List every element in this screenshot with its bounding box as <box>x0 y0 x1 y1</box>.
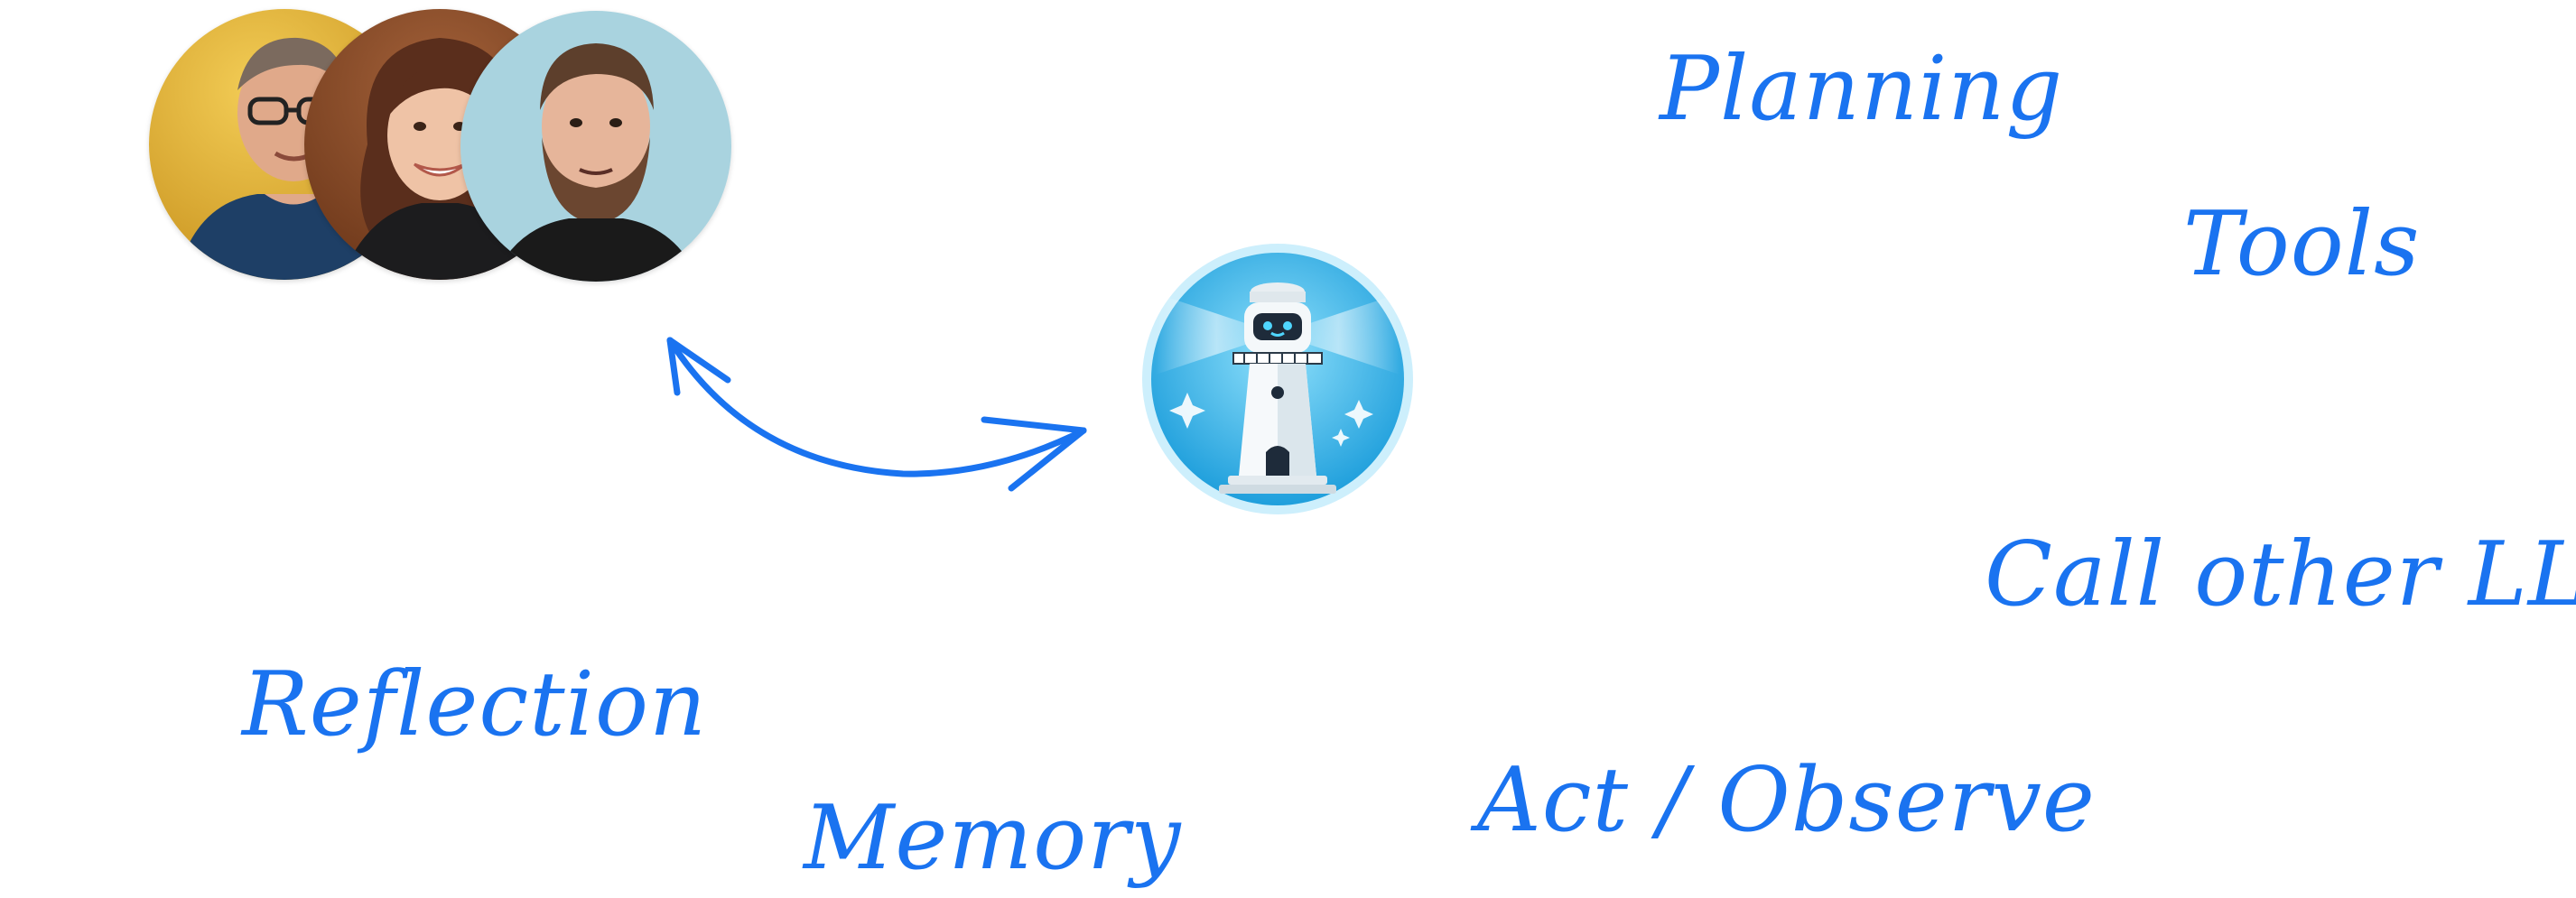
person-avatar-3 <box>460 11 731 282</box>
label-memory: Memory <box>804 787 1182 890</box>
person-avatar-3-image <box>460 11 731 282</box>
label-planning: Planning <box>1660 38 2064 141</box>
label-act-observe: Act / Observe <box>1477 749 2096 852</box>
label-call-other-llms: Call other LLMs <box>1985 523 2576 626</box>
agent-logo <box>1138 239 1418 519</box>
label-tools: Tools <box>2183 193 2421 296</box>
interaction-arrow <box>650 320 1102 501</box>
double-headed-arrow-icon <box>666 337 1087 492</box>
label-reflection: Reflection <box>242 653 708 756</box>
lighthouse-robot-icon <box>1142 244 1413 514</box>
